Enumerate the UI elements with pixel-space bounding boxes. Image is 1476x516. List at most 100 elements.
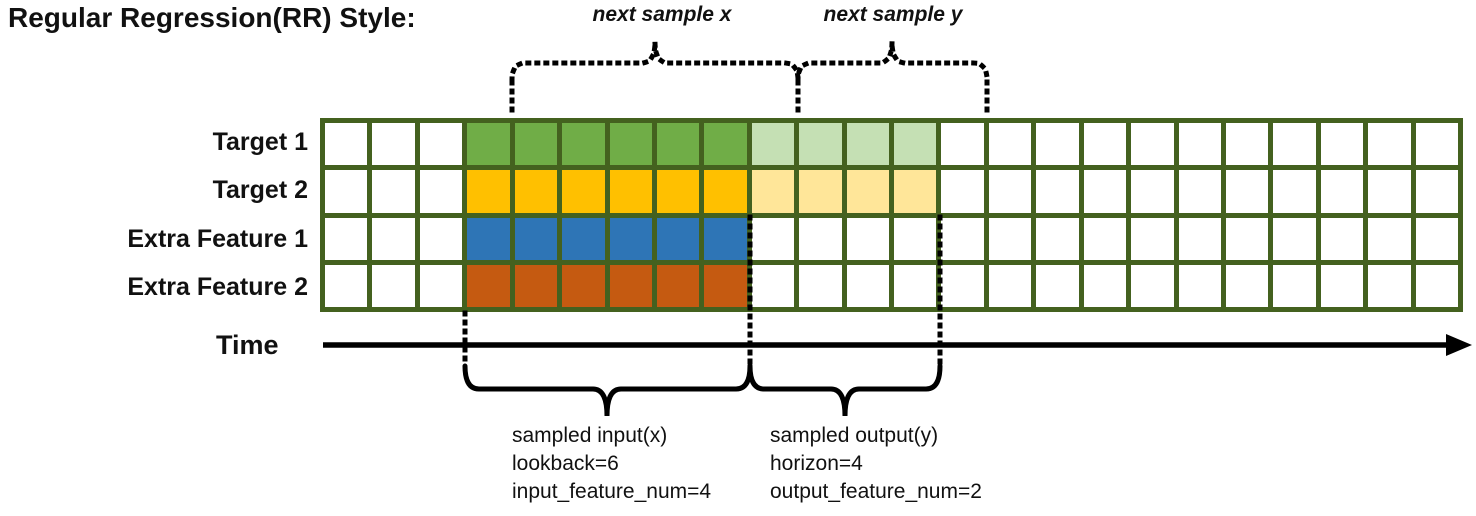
diagram-title: Regular Regression(RR) Style: [8,2,416,33]
grid-cell [514,123,558,166]
grid-cell [562,170,605,213]
grid-cell [1083,217,1127,260]
grid-cell [656,264,700,307]
feature-row-label: Target 1 [212,127,308,156]
grid-cell [419,264,463,307]
sampled-input-info: sampled input(x) lookback=6 input_featur… [512,422,711,506]
grid-cell [609,217,652,260]
sampled-output-brace [747,363,943,417]
grid-cell [988,264,1032,307]
grid-cell [1320,123,1364,166]
sample-grid [320,118,1463,312]
grid-cell [467,123,510,166]
grid-cell [1320,170,1364,213]
grid-cell [325,264,368,307]
grid-cell [1131,170,1174,213]
grid-cell [846,123,889,166]
grid-cell [1415,170,1458,213]
grid-cell [1178,123,1221,166]
grid-cell [1131,123,1174,166]
grid-cell [1036,217,1079,260]
sampled-input-title: sampled input(x) [512,424,668,447]
grid-cell [372,217,415,260]
grid-cell [751,123,795,166]
grid-cell [1368,217,1411,260]
grid-cell [467,217,510,260]
grid-cell [1273,217,1316,260]
grid-cell [562,123,605,166]
grid-cell [846,264,889,307]
feature-row-label: Extra Feature 2 [127,273,308,302]
grid-cell [1178,217,1221,260]
time-axis-label: Time [216,330,279,360]
grid-cell [1131,264,1174,307]
grid-cell [1083,123,1127,166]
grid-cell [1178,264,1221,307]
grid-cell [894,123,937,166]
grid-cell [799,217,842,260]
grid-cell [467,264,510,307]
grid-cell [609,170,652,213]
grid-cell [894,170,937,213]
sampled-output-title: sampled output(y) [770,424,939,447]
grid-cell [1415,123,1458,166]
sampled-output-info: sampled output(y) horizon=4 output_featu… [770,422,982,506]
next-sample-y-brace [795,41,990,83]
grid-cell [988,217,1032,260]
grid-cell [941,264,984,307]
lookback-value: lookback=6 [512,452,619,475]
grid-cell [799,264,842,307]
grid-cell [325,170,368,213]
grid-cell [1225,264,1269,307]
grid-cell [846,217,889,260]
output-feature-num-value: output_feature_num=2 [770,480,982,503]
grid-cell [751,217,795,260]
grid-cell [1320,264,1364,307]
grid-cell [1036,123,1079,166]
grid-cell [419,217,463,260]
time-axis-arrowhead [1446,334,1472,356]
feature-row-label: Extra Feature 1 [127,224,308,253]
grid-cell [1415,217,1458,260]
feature-row-label: Target 2 [212,176,308,205]
grid-cell [325,123,368,166]
grid-cell [1368,123,1411,166]
grid-cell [704,123,747,166]
grid-cell [1273,170,1316,213]
grid-cell [1273,264,1316,307]
grid-cell [846,170,889,213]
grid-cell [988,123,1032,166]
grid-cell [1036,170,1079,213]
grid-cell [941,123,984,166]
grid-cell [1178,170,1221,213]
grid-cell [514,170,558,213]
horizon-value: horizon=4 [770,452,863,475]
grid-cell [562,264,605,307]
grid-cell [372,123,415,166]
next-sample-x-label: next sample x [592,3,732,26]
grid-cell [941,217,984,260]
grid-cell [1225,170,1269,213]
grid-cell [419,123,463,166]
grid-cell [656,123,700,166]
grid-cell [609,123,652,166]
grid-cell [751,264,795,307]
grid-cell [656,170,700,213]
grid-cell [799,170,842,213]
grid-cell [704,170,747,213]
grid-cell [894,264,937,307]
grid-cell [704,217,747,260]
next-sample-y-label: next sample y [823,3,963,26]
grid-cell [419,170,463,213]
sampled-input-brace [462,363,753,417]
grid-cell [1415,264,1458,307]
grid-cell [799,123,842,166]
grid-cell [514,264,558,307]
grid-cell [1083,170,1127,213]
grid-cell [467,170,510,213]
grid-cell [704,264,747,307]
grid-cell [514,217,558,260]
grid-cell [656,217,700,260]
grid-cell [1320,217,1364,260]
